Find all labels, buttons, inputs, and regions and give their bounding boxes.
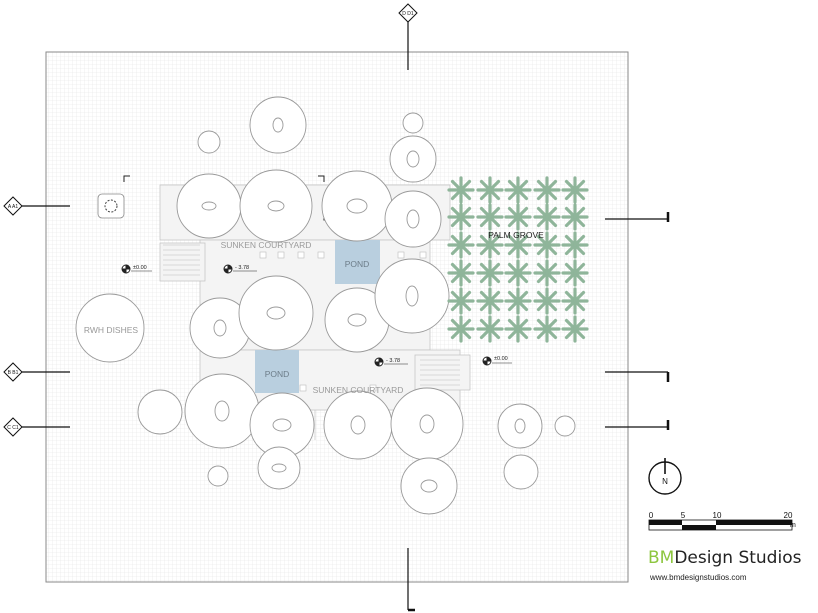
section-line-c: C C1 bbox=[3, 417, 670, 437]
section-line-d: D D1 bbox=[398, 3, 418, 612]
north-arrow: N bbox=[648, 458, 682, 495]
palm-tree bbox=[504, 231, 532, 259]
tree bbox=[374, 258, 450, 334]
palm-tree bbox=[533, 287, 561, 315]
pond-bottom bbox=[255, 350, 299, 393]
palm-tree bbox=[561, 259, 589, 287]
svg-text:m: m bbox=[790, 522, 796, 529]
palm-tree bbox=[533, 176, 561, 204]
tree bbox=[402, 112, 424, 134]
palm-tree bbox=[533, 231, 561, 259]
tree bbox=[75, 293, 145, 363]
svg-text:0: 0 bbox=[649, 511, 654, 520]
svg-text:5: 5 bbox=[681, 511, 686, 520]
palm-tree bbox=[476, 287, 504, 315]
tree bbox=[323, 390, 393, 460]
rwh-dishes-label: RWH DISHES bbox=[84, 325, 138, 335]
level-marker-left: ±0.00 bbox=[121, 264, 152, 274]
tree bbox=[197, 130, 221, 154]
tree bbox=[207, 465, 229, 487]
svg-text:±0.00: ±0.00 bbox=[494, 356, 508, 362]
level-marker-sunken-bottom: - 3.78 bbox=[374, 357, 408, 367]
palm-tree bbox=[476, 315, 504, 343]
svg-text:C C1: C C1 bbox=[7, 425, 19, 431]
svg-text:- 3.78: - 3.78 bbox=[386, 358, 400, 364]
svg-text:- 3.78: - 3.78 bbox=[235, 265, 249, 271]
palm-tree bbox=[504, 287, 532, 315]
palm-tree bbox=[504, 176, 532, 204]
svg-text:10: 10 bbox=[713, 511, 722, 520]
tree bbox=[503, 454, 539, 490]
palm-grove-label: PALM GROVE bbox=[488, 230, 544, 240]
tree bbox=[176, 173, 242, 239]
column-markers bbox=[229, 251, 427, 392]
palm-tree bbox=[533, 203, 561, 231]
sunken-courtyard-label-top: SUNKEN COURTYARD bbox=[221, 240, 312, 250]
svg-text:D D1: D D1 bbox=[402, 11, 414, 17]
palm-grove bbox=[447, 176, 589, 343]
palm-tree bbox=[561, 287, 589, 315]
palm-tree bbox=[447, 315, 475, 343]
palm-tree bbox=[561, 203, 589, 231]
palm-tree bbox=[561, 176, 589, 204]
svg-text:N: N bbox=[662, 477, 668, 486]
sunken-courtyard-label-bottom: SUNKEN COURTYARD bbox=[313, 385, 404, 395]
tree bbox=[184, 373, 260, 449]
palm-tree bbox=[533, 315, 561, 343]
section-marker-d bbox=[398, 3, 418, 23]
palm-tree bbox=[476, 176, 504, 204]
palm-tree bbox=[476, 231, 504, 259]
svg-text:B B1: B B1 bbox=[8, 370, 19, 376]
palm-tree bbox=[476, 203, 504, 231]
section-marker-a bbox=[3, 196, 23, 216]
palm-tree bbox=[476, 259, 504, 287]
section-marker-b bbox=[3, 362, 23, 382]
tree bbox=[257, 446, 301, 490]
palm-tree bbox=[504, 203, 532, 231]
palm-tree bbox=[533, 259, 561, 287]
palm-tree bbox=[561, 231, 589, 259]
brand-bm: BM bbox=[648, 548, 675, 568]
level-marker-sunken-top: - 3.78 bbox=[223, 264, 257, 274]
palm-tree bbox=[504, 259, 532, 287]
rwh-dish-marker bbox=[97, 193, 125, 219]
tree bbox=[497, 403, 543, 449]
pond-label-bottom: POND bbox=[265, 369, 290, 379]
level-marker-right: ±0.00 bbox=[482, 356, 512, 366]
palm-tree bbox=[561, 315, 589, 343]
tree bbox=[249, 96, 307, 154]
website-text: www.bmdesignstudios.com bbox=[650, 573, 747, 582]
tree bbox=[321, 170, 393, 242]
tree bbox=[554, 415, 576, 437]
tree bbox=[400, 457, 458, 515]
tree bbox=[137, 389, 183, 435]
tree bbox=[390, 387, 464, 461]
palm-tree bbox=[447, 287, 475, 315]
svg-text:A A1: A A1 bbox=[8, 204, 19, 210]
section-marker-c bbox=[3, 417, 23, 437]
palm-tree bbox=[504, 315, 532, 343]
section-line-b: B B1 bbox=[3, 362, 670, 382]
section-line-a: A A1 bbox=[3, 196, 670, 222]
pond-label-top: POND bbox=[345, 259, 370, 269]
tree bbox=[389, 135, 437, 183]
tree bbox=[239, 169, 313, 243]
svg-text:20: 20 bbox=[784, 511, 793, 520]
tree bbox=[384, 190, 442, 248]
palm-tree bbox=[447, 231, 475, 259]
brand-rest: Design Studios bbox=[674, 548, 802, 568]
scale-bar: 0 5 10 20 m bbox=[648, 511, 796, 531]
palm-tree bbox=[447, 259, 475, 287]
svg-text:±0.00: ±0.00 bbox=[133, 265, 147, 271]
brand-logo: BMDesign Studios bbox=[648, 548, 801, 568]
tree bbox=[238, 275, 314, 351]
palm-tree bbox=[447, 203, 475, 231]
tree-canopies bbox=[75, 96, 576, 515]
pond-top bbox=[335, 240, 380, 284]
palm-tree bbox=[447, 176, 475, 204]
